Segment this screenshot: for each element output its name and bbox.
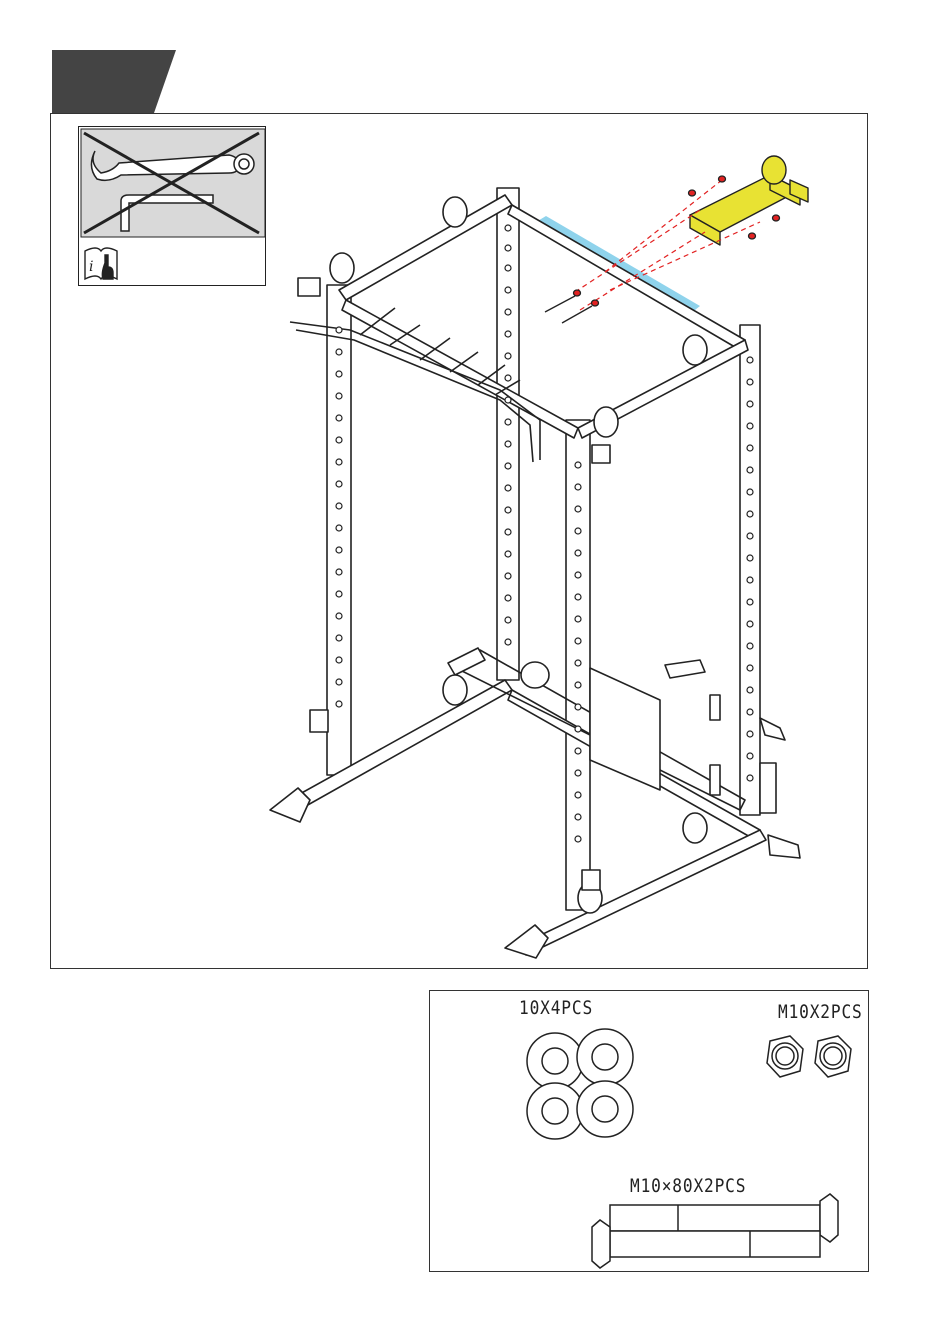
washer-icon (527, 1029, 633, 1139)
hardware-illustration (430, 991, 870, 1273)
hardware-parts-panel: 10X4PCS M10X2PCS M10×80X2PCS (429, 990, 869, 1272)
hex-nut-icon (767, 1036, 851, 1077)
svg-text:i: i (89, 259, 93, 275)
hex-bolt-icon (592, 1194, 838, 1268)
tools-illustration: i (79, 127, 267, 287)
manual-info-icon: i (85, 248, 117, 279)
tools-not-needed-box: i (78, 126, 266, 286)
yellow-bracket (690, 156, 808, 245)
